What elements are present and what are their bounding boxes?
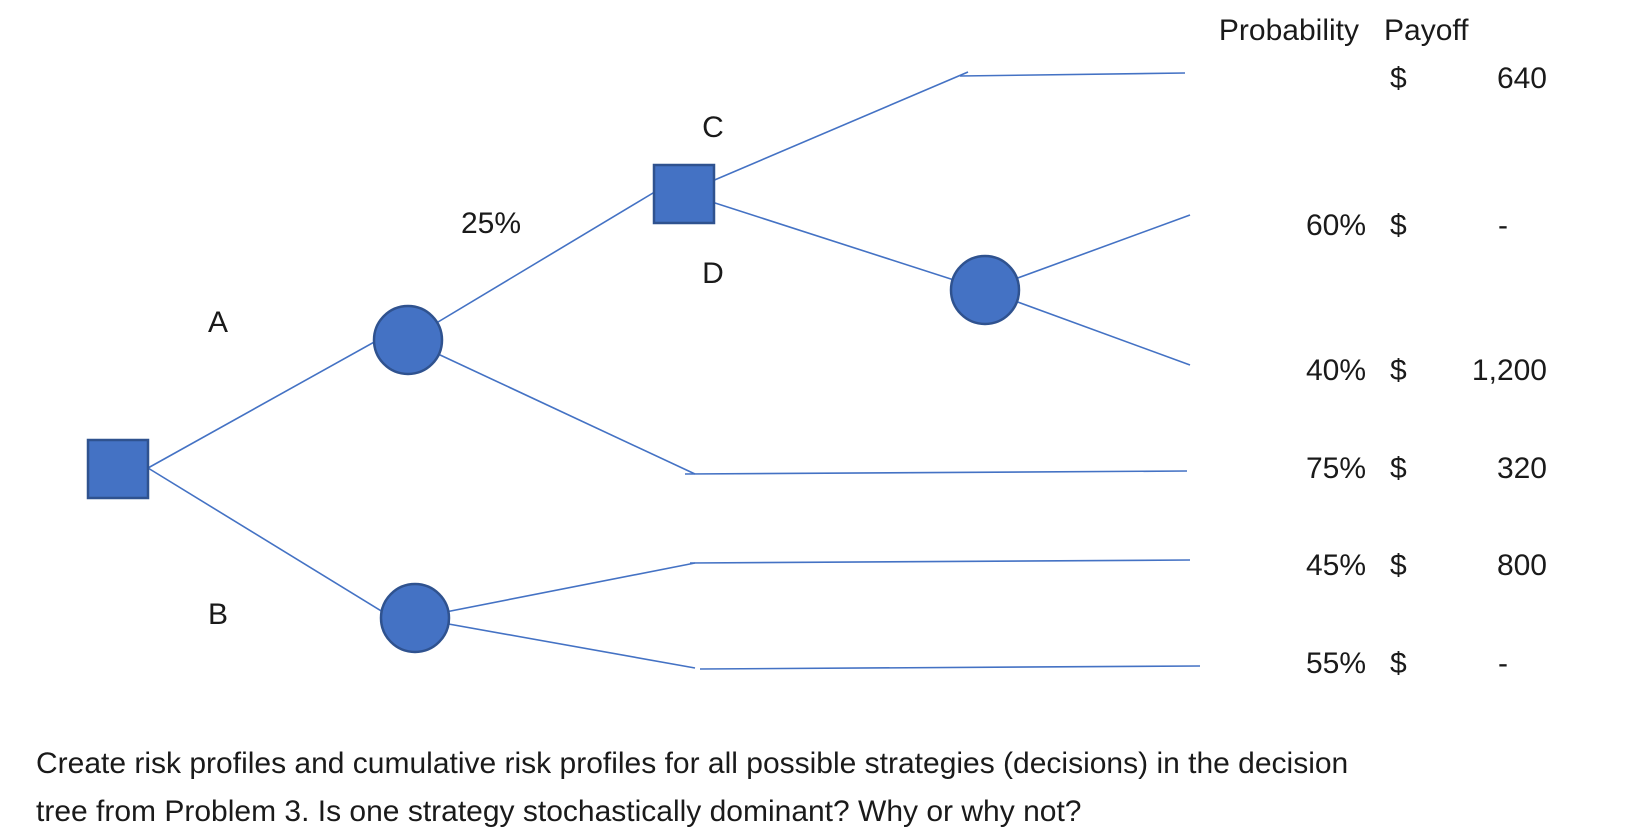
- outcome-currency: $: [1390, 62, 1407, 95]
- outcome-payoff: 1,200: [1472, 354, 1547, 387]
- question-line-2: tree from Problem 3. Is one strategy sto…: [36, 795, 1082, 828]
- outcome-row: $ 640: [1390, 62, 1547, 95]
- outcome-currency: $: [1390, 452, 1407, 485]
- probability-header: Probability: [1219, 14, 1359, 47]
- lower-chance-node: [379, 582, 451, 654]
- upper-chance-node: [372, 304, 444, 376]
- branch-upper-75: [407, 339, 696, 475]
- branch-lower-45: [414, 562, 696, 619]
- question-text: Create risk profiles and cumulative risk…: [36, 740, 1606, 836]
- outcome-payoff: 320: [1497, 452, 1547, 485]
- outcome-currency: $: [1390, 549, 1407, 582]
- outcome-currency: $: [1390, 647, 1407, 680]
- outcome-payoff: 800: [1497, 549, 1547, 582]
- second-decision-node: [652, 163, 716, 225]
- outcome-probability: 45%: [1306, 549, 1366, 582]
- branch-lower-55-terminal: [699, 665, 1201, 670]
- branch-upper-25: [407, 189, 659, 341]
- branch-d-60: [984, 214, 1191, 291]
- outcome-payoff: -: [1498, 209, 1508, 242]
- outcome-probability: 60%: [1306, 209, 1366, 242]
- branch-c: [683, 71, 969, 194]
- branch-b: [147, 467, 397, 621]
- branch-label-a: A: [208, 306, 228, 339]
- outcome-row: 75% $ 320: [1306, 452, 1547, 485]
- outcome-probability: 40%: [1306, 354, 1366, 387]
- root-decision-node: [86, 438, 150, 500]
- branch-a: [147, 335, 386, 469]
- outcome-probability: 55%: [1306, 647, 1366, 680]
- branch-lower-55: [414, 617, 696, 669]
- branch-label-d: D: [702, 257, 724, 290]
- branch-d: [683, 192, 986, 291]
- outcome-row: 55% $ -: [1306, 647, 1508, 680]
- outcome-currency: $: [1390, 354, 1407, 387]
- question-line-1: Create risk profiles and cumulative risk…: [36, 747, 1349, 780]
- outcome-payoff: 640: [1497, 62, 1547, 95]
- outcome-payoff: -: [1498, 647, 1508, 680]
- branch-lower-45-terminal: [689, 559, 1191, 564]
- third-chance-node: [949, 254, 1021, 326]
- outcome-row: 40% $ 1,200: [1306, 354, 1547, 387]
- outcome-probability: 75%: [1306, 452, 1366, 485]
- outcome-currency: $: [1390, 209, 1407, 242]
- payoff-header: Payoff: [1384, 14, 1469, 47]
- branch-c-terminal: [959, 72, 1186, 77]
- branch-upper-75-terminal: [684, 470, 1188, 475]
- outcome-row: 45% $ 800: [1306, 549, 1547, 582]
- upper-branch-probability: 25%: [461, 207, 521, 240]
- branch-label-c: C: [702, 111, 724, 144]
- branch-d-40: [984, 289, 1191, 366]
- outcome-row: 60% $ -: [1306, 209, 1508, 242]
- branch-label-b: B: [208, 598, 228, 631]
